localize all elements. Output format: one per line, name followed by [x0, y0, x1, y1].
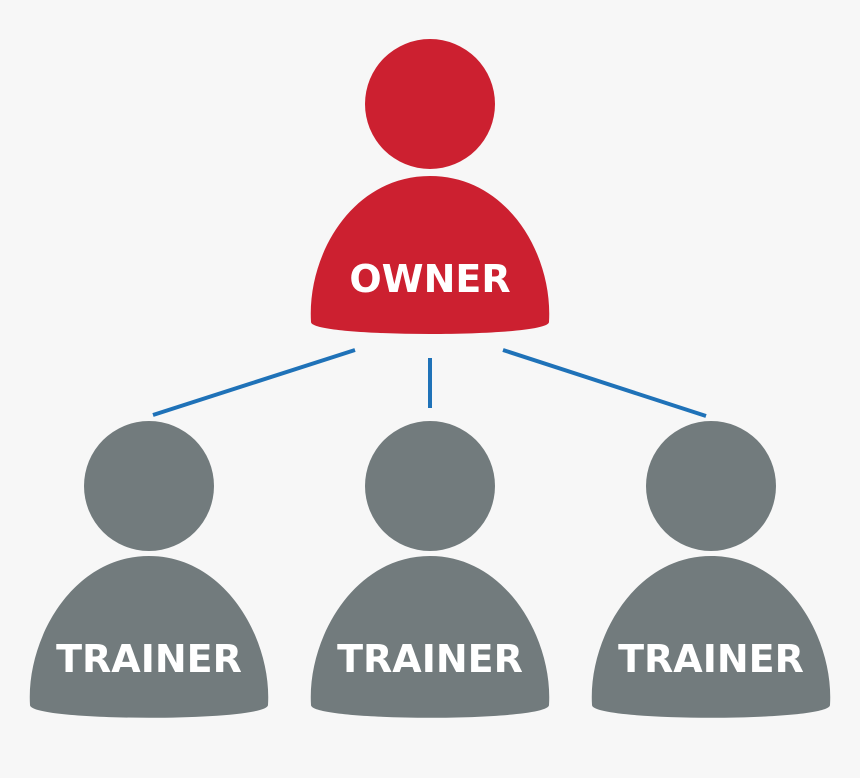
connector-owner-trainer-1: [152, 348, 356, 417]
trainer-node-1: TRAINER: [29, 421, 269, 718]
trainer-node-3: TRAINER: [591, 421, 831, 718]
trainer-3-head: [646, 421, 776, 551]
owner-body: [310, 176, 550, 334]
trainer-2-body: [310, 556, 550, 718]
connector-owner-trainer-3: [502, 348, 707, 418]
trainer-3-person-icon: [591, 421, 831, 718]
trainer-1-label: TRAINER: [56, 637, 242, 681]
trainer-1-head: [84, 421, 214, 551]
trainer-1-body: [29, 556, 269, 718]
owner-node: OWNER: [310, 39, 550, 334]
trainer-node-2: TRAINER: [310, 421, 550, 718]
trainer-1-person-icon: [29, 421, 269, 718]
trainer-2-person-icon: [310, 421, 550, 718]
owner-person-icon: [310, 39, 550, 334]
trainer-2-head: [365, 421, 495, 551]
trainer-3-body: [591, 556, 831, 718]
connector-lines: [152, 348, 707, 418]
trainer-2-label: TRAINER: [337, 637, 523, 681]
owner-head: [365, 39, 495, 169]
trainer-3-label: TRAINER: [618, 637, 804, 681]
owner-label: OWNER: [349, 257, 510, 301]
